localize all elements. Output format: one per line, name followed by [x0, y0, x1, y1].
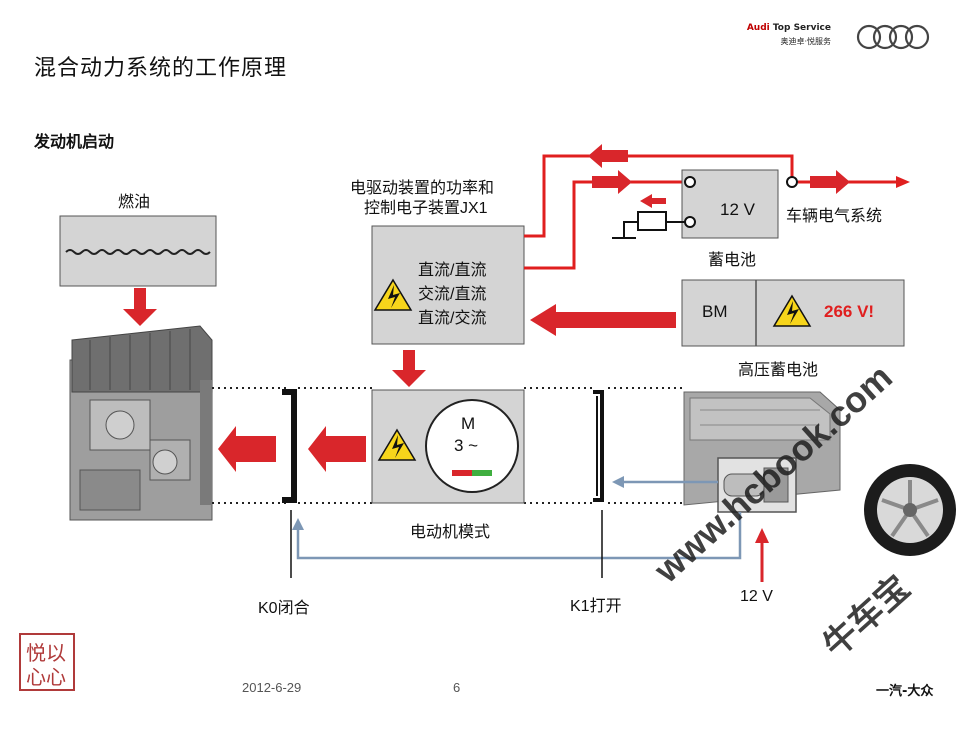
battery-12v-label: 蓄电池 [708, 250, 757, 269]
high-voltage-warning-icon [377, 428, 417, 461]
fuel-wave [65, 249, 211, 255]
fuel-label: 燃油 [118, 192, 151, 211]
wire-arrow-right [592, 170, 632, 194]
seal-logo: 悦以 心心 [19, 633, 75, 691]
faw-vw-logo: 一汽-大众 [876, 684, 934, 699]
k0-clutch [282, 389, 297, 503]
arrow-hvbattery-to-pe [530, 304, 676, 336]
pe-mode-dcdc: 直流/直流 [418, 262, 487, 279]
pe-caption-line2: 控制电子装置JX1 [364, 200, 488, 217]
wire-arrow-vehicle [810, 170, 850, 194]
hv-battery-label: 高压蓄电池 [738, 360, 819, 379]
motor-symbol-phase: 3 ~ [454, 436, 479, 455]
motor-symbol-circle [425, 399, 519, 493]
hv-voltage-warning: 266 V! [824, 302, 875, 321]
power-electronics-box [371, 225, 525, 345]
section-subtitle: 发动机启动 [34, 132, 115, 151]
audi-rings-logo [856, 24, 930, 50]
k1-clutch [593, 390, 604, 502]
battery-12v-box [681, 169, 779, 239]
motor-mode-label: 电动机模式 [410, 522, 491, 541]
starter-12v-label: 12 V [740, 588, 773, 605]
transmission-illustration [683, 391, 841, 513]
terminal-node [786, 176, 798, 188]
vehicle-electrical-system-label: 车辆电气系统 [786, 206, 883, 225]
relay-arrow [640, 194, 666, 208]
svg-text:心心: 心心 [26, 665, 66, 689]
wire-arrow-end [896, 176, 910, 188]
motor-symbol-m: M [461, 414, 476, 433]
footer-page-number: 6 [453, 680, 461, 695]
wire-arrow-left [588, 144, 628, 168]
relay-icon [612, 211, 685, 239]
footer-date: 2012-6-29 [242, 680, 302, 695]
high-voltage-warning-icon [772, 294, 812, 327]
motor-indicator-red [452, 470, 472, 476]
audi-top-service-logo: Audi Top Service 奥迪卓·悦服务 [746, 23, 831, 46]
wheel-illustration [864, 464, 956, 556]
shaft-lines [212, 387, 684, 504]
pe-mode-acdc: 交流/直流 [418, 286, 487, 303]
k1-label: K1打开 [570, 598, 622, 615]
clutch-actuation-wiring [296, 480, 742, 560]
k0-label: K0闭合 [258, 600, 310, 617]
battery-12v-value: 12 V [720, 200, 755, 219]
high-voltage-warning-icon [373, 278, 413, 311]
arrow-k0-to-engine [218, 426, 276, 472]
arrow-pe-to-motor [392, 350, 426, 387]
battery-management-label: BM [702, 302, 728, 321]
svg-text:悦以: 悦以 [26, 641, 66, 665]
page-title: 混合动力系统的工作原理 [34, 56, 288, 81]
arrow-motor-to-k0 [308, 426, 366, 472]
pe-caption-line1: 电驱动装置的功率和 [350, 178, 495, 197]
arrow-fuel-to-engine [123, 288, 157, 326]
pe-mode-dcac: 直流/交流 [418, 310, 487, 327]
motor-indicator-green [472, 470, 492, 476]
engine-illustration [69, 325, 213, 521]
